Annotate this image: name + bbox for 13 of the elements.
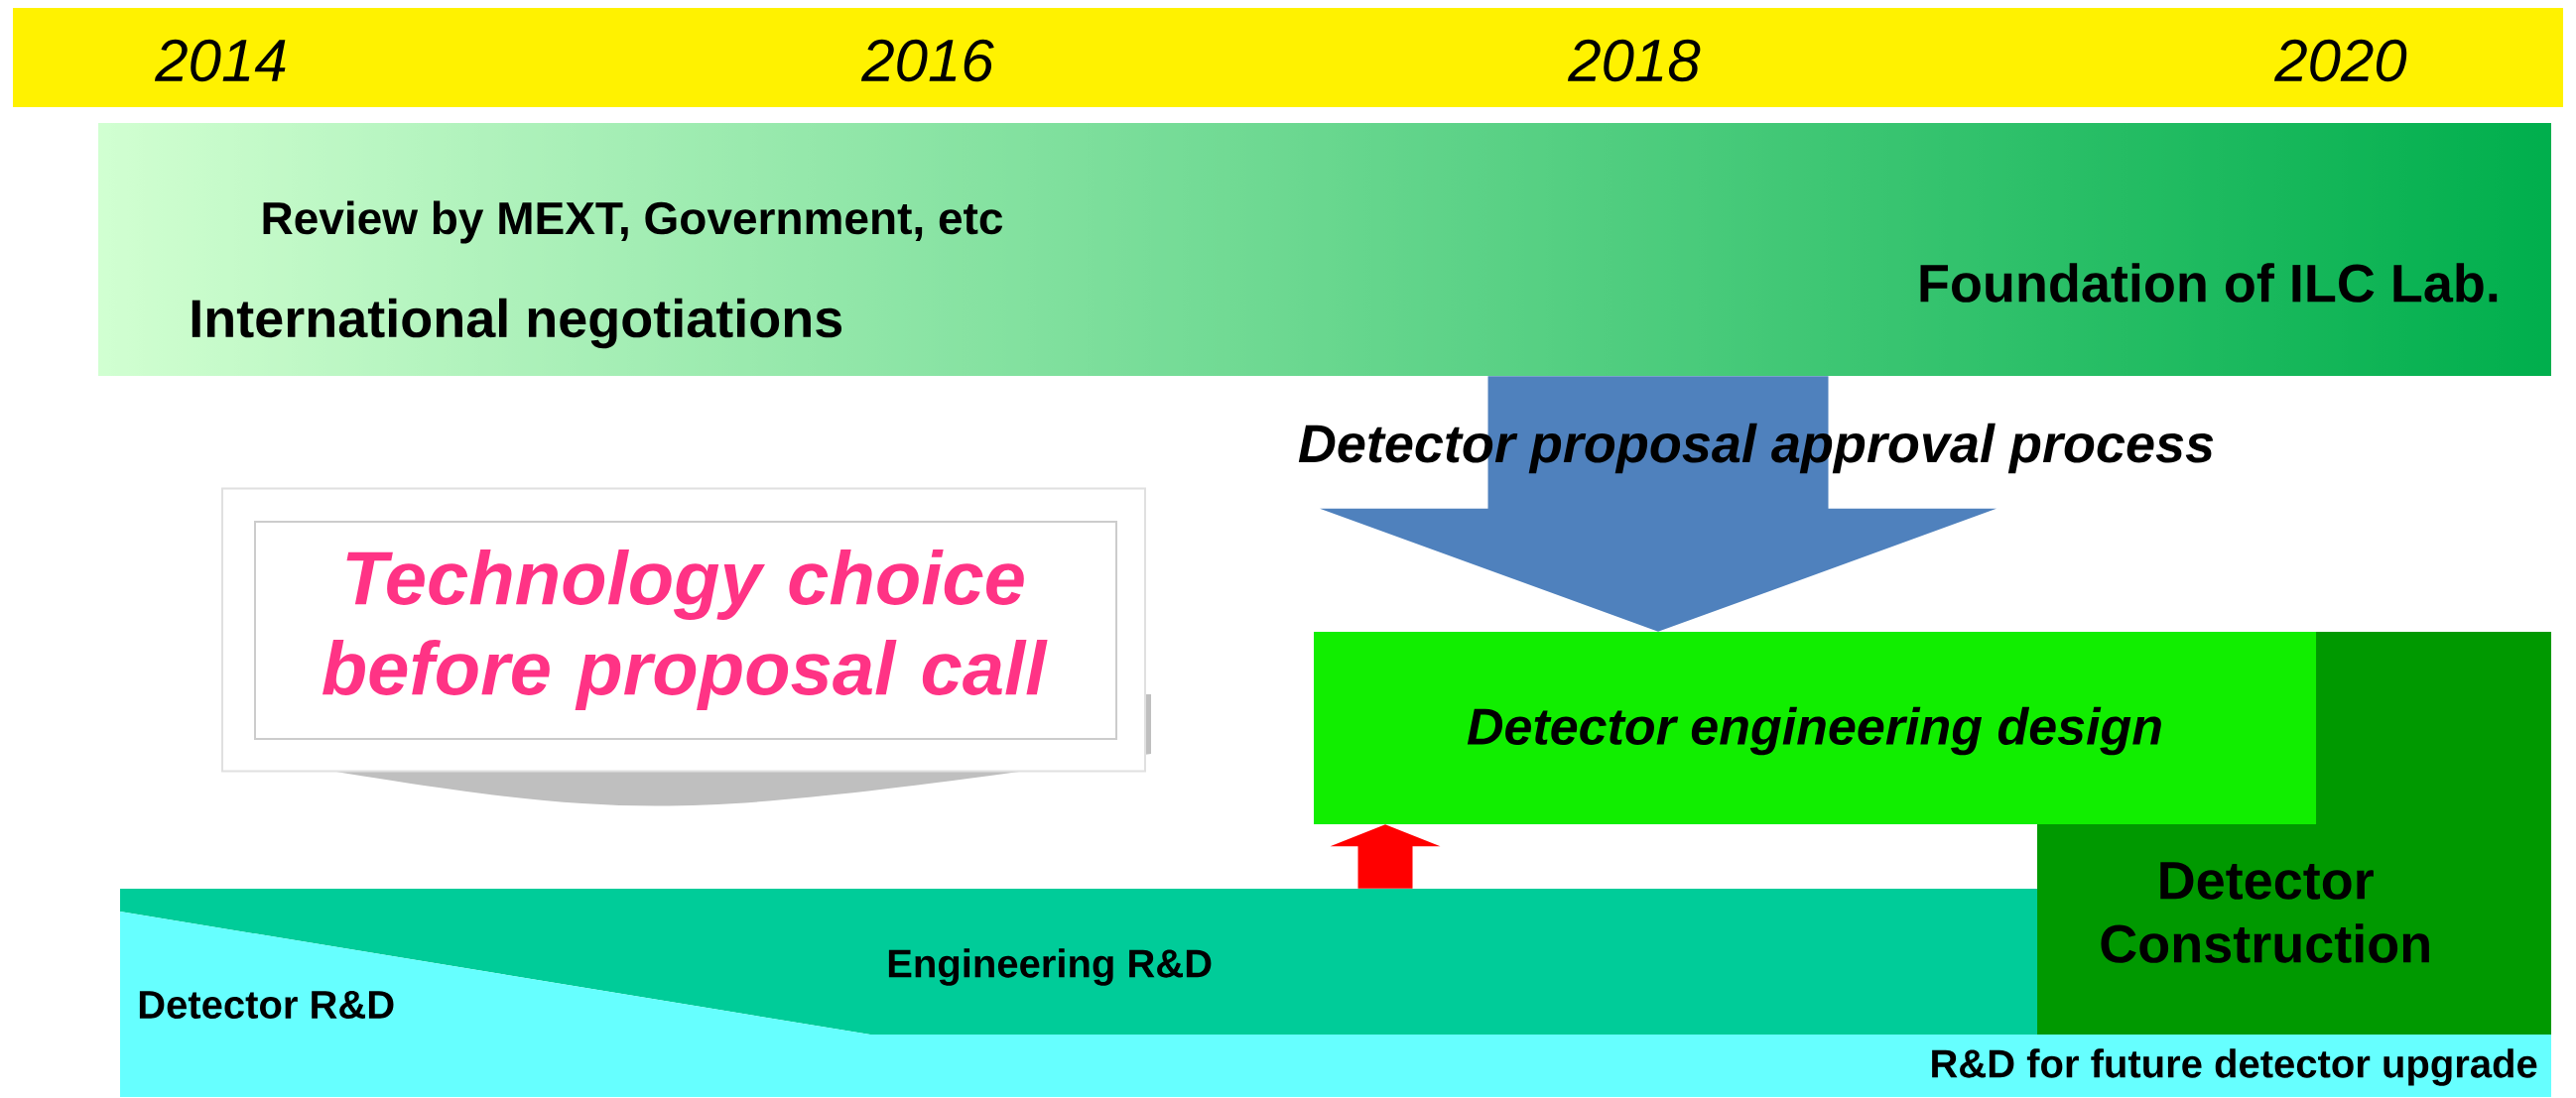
band-text: Review by MEXT, Government, etc bbox=[263, 200, 1003, 244]
band-text: Engineering R&D bbox=[888, 948, 1212, 986]
arrow bbox=[1330, 824, 1441, 889]
year-label: 2020 bbox=[2273, 39, 2407, 82]
band-text: Foundation of ILC Lab. bbox=[1920, 263, 2498, 303]
box-text: Detector engineering design bbox=[1467, 706, 2161, 756]
year-label: 2016 bbox=[860, 39, 994, 82]
year-label: 2018 bbox=[1567, 39, 1701, 82]
band-text: Detector R&D bbox=[139, 991, 394, 1020]
band-text: International negotiations bbox=[192, 298, 842, 349]
year-label: 2014 bbox=[154, 39, 286, 82]
band-text: R&D for future detector upgrade bbox=[1932, 1048, 2537, 1086]
block-text: Detector Construction bbox=[2101, 862, 2429, 963]
